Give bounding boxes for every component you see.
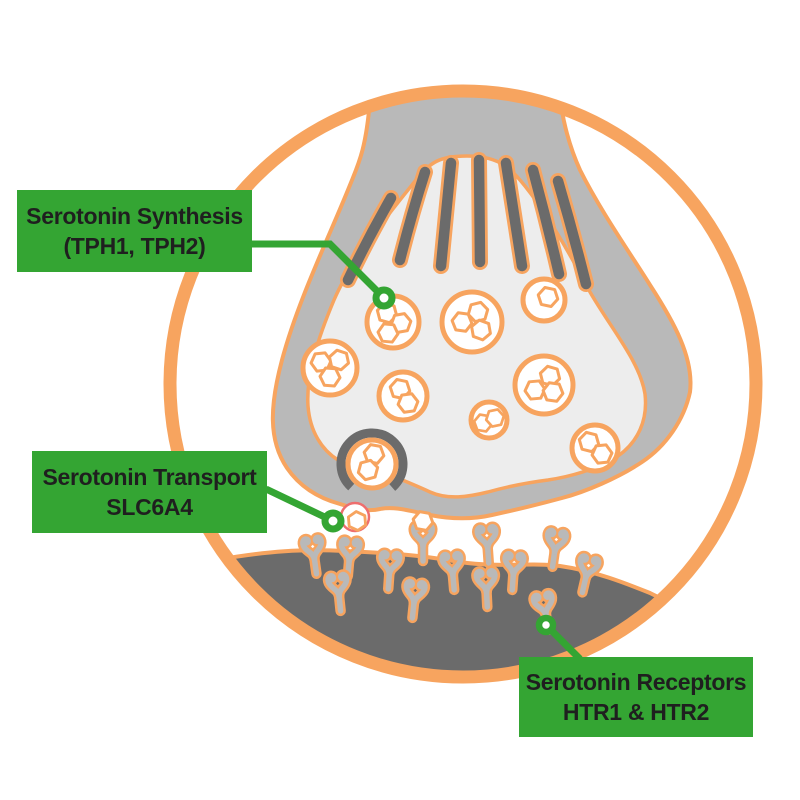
- label-line: (TPH1, TPH2): [63, 233, 206, 259]
- vesicle: [512, 353, 576, 417]
- marker-dot-receptors: [535, 614, 557, 636]
- vesicle: [468, 399, 510, 441]
- marker-dot-synthesis: [372, 286, 396, 310]
- outer-circle-ring: [163, 84, 763, 684]
- connector-line-synthesis: [252, 240, 387, 301]
- serotonin-transporter: [339, 501, 371, 534]
- vesicles: [300, 276, 621, 474]
- vesicle: [439, 289, 505, 355]
- callout-connectors: [252, 240, 583, 662]
- label-serotonin-receptors: Serotonin Receptors HTR1 & HTR2: [519, 657, 753, 737]
- label-line: Serotonin Transport: [42, 464, 257, 490]
- label-line: Serotonin Receptors: [525, 669, 747, 695]
- vesicle: [569, 422, 621, 474]
- marker-dot-transport: [321, 509, 345, 533]
- vesicle: [300, 338, 360, 398]
- connector-line-transport: [264, 485, 335, 525]
- microtubules: [340, 152, 594, 292]
- label-line: Serotonin Synthesis: [26, 203, 243, 229]
- label-serotonin-synthesis: Serotonin Synthesis (TPH1, TPH2): [17, 190, 252, 272]
- fusing-vesicle: [336, 428, 408, 500]
- vesicle: [520, 276, 568, 324]
- vesicle: [376, 369, 430, 423]
- label-line: SLC6A4: [106, 494, 193, 520]
- label-serotonin-transport: Serotonin Transport SLC6A4: [32, 451, 267, 533]
- label-line: HTR1 & HTR2: [562, 699, 710, 725]
